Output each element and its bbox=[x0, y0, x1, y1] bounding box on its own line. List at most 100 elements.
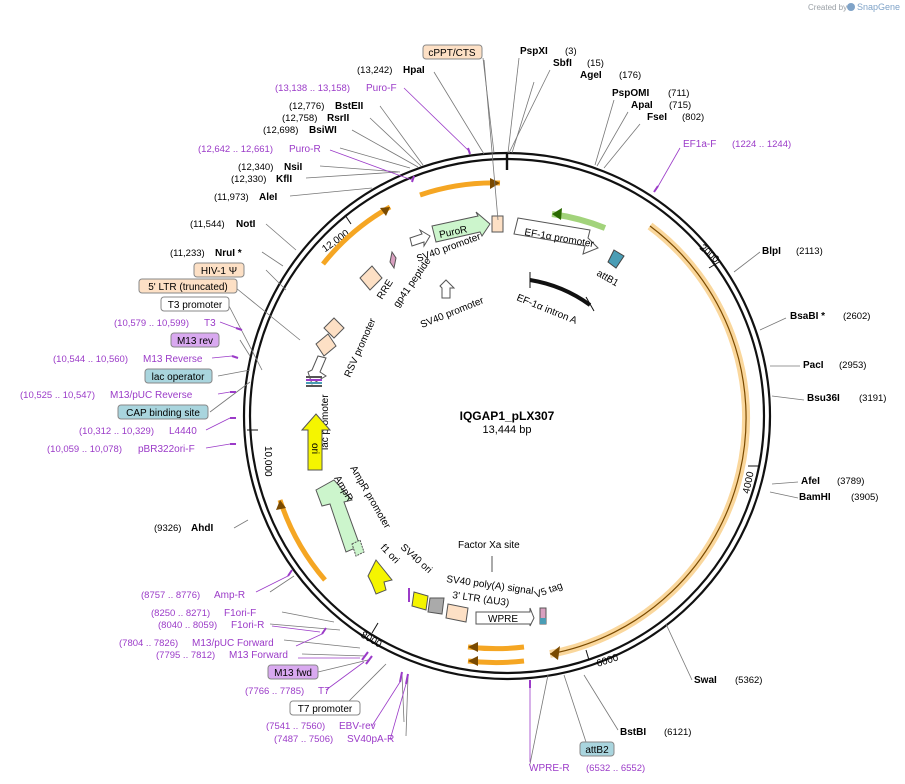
iqgap1-orf-arc-band bbox=[549, 222, 751, 658]
enzyme-swai-pos: (5362) bbox=[735, 675, 762, 686]
wpre-arrow bbox=[475, 607, 535, 627]
gp41-label: gp41 peptide bbox=[391, 256, 433, 310]
f1ori-arrow bbox=[367, 559, 393, 595]
enzyme-hpai-pos: (13,242) bbox=[357, 65, 392, 76]
enzyme-bsu36i-pos: (3191) bbox=[859, 393, 886, 404]
f1ori-label: f1 ori bbox=[378, 542, 401, 566]
enzyme-nsii-pos: (12,340) bbox=[238, 162, 273, 173]
orf-arc-bottom-1-head bbox=[468, 642, 478, 652]
v5-tag-label: V5 tag bbox=[533, 581, 564, 601]
enzyme-blpi-pos: (2113) bbox=[796, 246, 823, 257]
snapgene-logo-icon bbox=[847, 3, 855, 11]
primer-f1ori-f-range: (8250 .. 8271) bbox=[151, 608, 210, 619]
enzyme-bstbi-pos: (6121) bbox=[664, 727, 691, 738]
enzyme-agei-name: AgeI bbox=[580, 70, 602, 81]
enzyme-alei-pos: (11,973) bbox=[214, 192, 249, 203]
boxed-feature-attb2: attB2 bbox=[579, 741, 615, 757]
t3-promoter-label: T3 promoter bbox=[168, 300, 223, 311]
puror-arrow bbox=[431, 211, 491, 243]
primer-pbr322ori-f-range: (10,059 .. 10,078) bbox=[47, 444, 122, 455]
primer-sv40pa-r-name: SV40pA-R bbox=[347, 734, 394, 745]
tick-2000: 2000 bbox=[697, 242, 721, 265]
iqgap1-orf-arrowhead bbox=[550, 646, 560, 660]
enzyme-sbfi-name: SbfI bbox=[553, 58, 572, 69]
m13rev-label: M13 rev bbox=[177, 336, 213, 347]
enzyme-bsu36i-name: Bsu36I bbox=[807, 393, 840, 404]
primer-wpre-r-name: WPRE-R bbox=[529, 763, 570, 774]
hiv-psi-marker bbox=[323, 317, 345, 339]
enzyme-hpai-name: HpaI bbox=[403, 65, 425, 76]
enzyme-rsrii-pos: (12,758) bbox=[282, 113, 317, 124]
sv40-promoter-mid-arrow bbox=[439, 279, 456, 299]
primer-t7-name: T7 bbox=[318, 686, 330, 697]
primer-puro-f-name: Puro-F bbox=[366, 83, 397, 94]
primer-puro-f-range: (13,138 .. 13,158) bbox=[275, 83, 350, 94]
ori-arrow bbox=[300, 413, 332, 471]
enzyme-agei-pos: (176) bbox=[619, 70, 641, 81]
cap-site-stripe bbox=[306, 385, 322, 387]
attb2-inner-marker bbox=[540, 618, 546, 624]
plasmid-name: IQGAP1_pLX307 bbox=[460, 409, 555, 423]
lac-promoter-label: lac promoter bbox=[320, 394, 331, 450]
primer-ef1a-f-name: EF1a-F bbox=[683, 139, 716, 150]
primer-m13rev-name: M13 Reverse bbox=[143, 354, 203, 365]
enzyme-pspxi-name: PspXI bbox=[520, 46, 548, 57]
primer-f1ori-r-name: F1ori-R bbox=[231, 620, 264, 631]
primer-markers bbox=[230, 147, 659, 688]
primer-t7-range: (7766 .. 7785) bbox=[245, 686, 304, 697]
sv40-polya-marker bbox=[427, 597, 445, 615]
enzyme-bsabi-pos: (2602) bbox=[843, 311, 870, 322]
primer-amp-r-range: (8757 .. 8776) bbox=[141, 590, 200, 601]
orf-arc-upper-left-head bbox=[380, 207, 390, 216]
ef1a-promoter-arrow bbox=[513, 217, 599, 255]
ef1a-intron-label: EF-1α intron A bbox=[515, 293, 579, 327]
green-feature-arc-head bbox=[552, 208, 562, 220]
orf-arc-upper-left bbox=[321, 204, 392, 266]
primer-l4440-range: (10,312 .. 10,329) bbox=[79, 426, 154, 437]
primer-m13fwd-name: M13 Forward bbox=[229, 650, 288, 661]
plasmid-size: 13,444 bp bbox=[483, 424, 532, 436]
enzyme-kfli-pos: (12,330) bbox=[231, 174, 266, 185]
primer-puro-r-name: Puro-R bbox=[289, 144, 321, 155]
enzyme-ahdi-pos: (9326) bbox=[154, 523, 181, 534]
primer-wpre-r-range: (6532 .. 6552) bbox=[586, 763, 645, 774]
primer-ebv-rev-name: EBV-rev bbox=[339, 721, 376, 732]
ampr-promoter-marker bbox=[351, 539, 365, 557]
rre-marker bbox=[359, 265, 383, 291]
sv40-ori-stripe bbox=[408, 588, 410, 602]
primer-ebv-rev-range: (7541 .. 7560) bbox=[266, 721, 325, 732]
enzyme-bsiwi-name: BsiWI bbox=[309, 125, 337, 136]
enzyme-nrui-name: NruI * bbox=[215, 248, 242, 259]
primer-m13fwd-range: (7795 .. 7812) bbox=[156, 650, 215, 661]
gp41-marker bbox=[389, 250, 397, 270]
lac-operator-stripe bbox=[306, 382, 322, 384]
boxed-feature-m13-fwd: M13 fwd bbox=[267, 664, 319, 680]
boxed-feature-lac-operator: lac operator bbox=[144, 368, 213, 384]
orf-arc-left bbox=[277, 499, 327, 582]
created-by-text: Created by bbox=[808, 3, 847, 12]
primer-t3-range: (10,579 .. 10,599) bbox=[114, 318, 189, 329]
enzyme-rsrii-name: RsrII bbox=[327, 113, 349, 124]
enzyme-fsei-pos: (802) bbox=[682, 112, 704, 123]
primer-m13puc-fwd-name: M13/pUC Forward bbox=[192, 638, 274, 649]
boxed-feature-t7-promoter: T7 promoter bbox=[289, 700, 361, 716]
t7-promoter-label: T7 promoter bbox=[298, 704, 353, 715]
enzyme-noti-name: NotI bbox=[236, 219, 256, 230]
enzyme-nrui-pos: (11,233) bbox=[170, 248, 205, 259]
primer-amp-r-name: Amp-R bbox=[214, 590, 245, 601]
primer-puro-r-range: (12,642 .. 12,661) bbox=[198, 144, 273, 155]
ef1a-intron-tick-end bbox=[585, 296, 595, 312]
primer-t3-name: T3 bbox=[204, 318, 216, 329]
primer-leaders bbox=[205, 87, 681, 762]
attb1-marker bbox=[607, 249, 625, 269]
cppt-label: cPPT/CTS bbox=[428, 48, 476, 59]
enzyme-bamhi-pos: (3905) bbox=[851, 492, 878, 503]
ef1a-intron-arc bbox=[529, 278, 592, 307]
primer-m13rev-range: (10,544 .. 10,560) bbox=[53, 354, 128, 365]
primer-f1ori-r-range: (8040 .. 8059) bbox=[158, 620, 217, 631]
primer-ef1a-f-range: (1224 .. 1244) bbox=[732, 139, 791, 150]
primer-pbr322ori-f-name: pBR322ori-F bbox=[138, 444, 195, 455]
snapgene-brand: SnapGene bbox=[857, 2, 900, 12]
ori-label: ori bbox=[309, 443, 320, 454]
